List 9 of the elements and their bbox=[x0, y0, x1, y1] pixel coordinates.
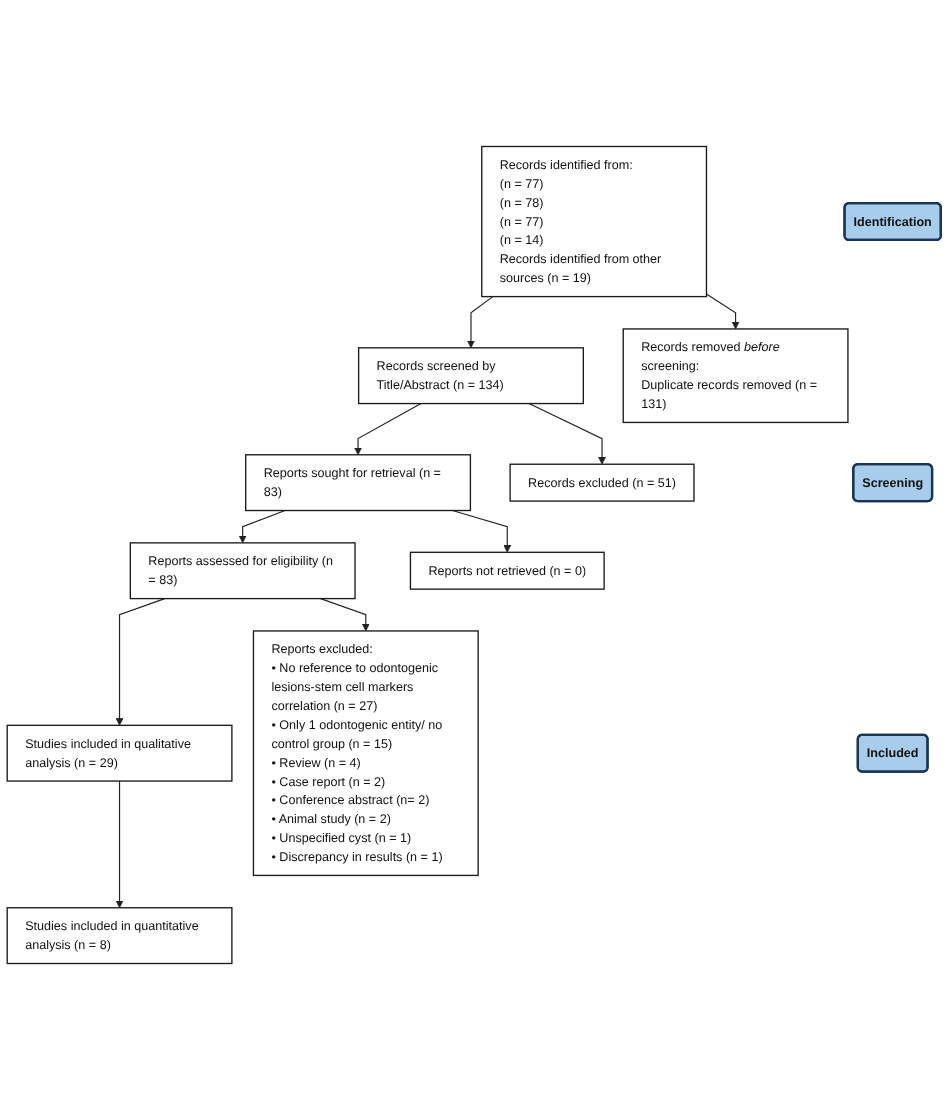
arrow bbox=[115, 598, 166, 726]
arrow bbox=[238, 509, 286, 544]
arrow bbox=[467, 296, 494, 349]
arrow bbox=[354, 402, 422, 456]
arrow bbox=[705, 293, 740, 330]
arrow bbox=[320, 598, 370, 632]
arrow bbox=[115, 780, 124, 909]
arrow bbox=[451, 509, 512, 553]
arrow bbox=[528, 402, 606, 465]
